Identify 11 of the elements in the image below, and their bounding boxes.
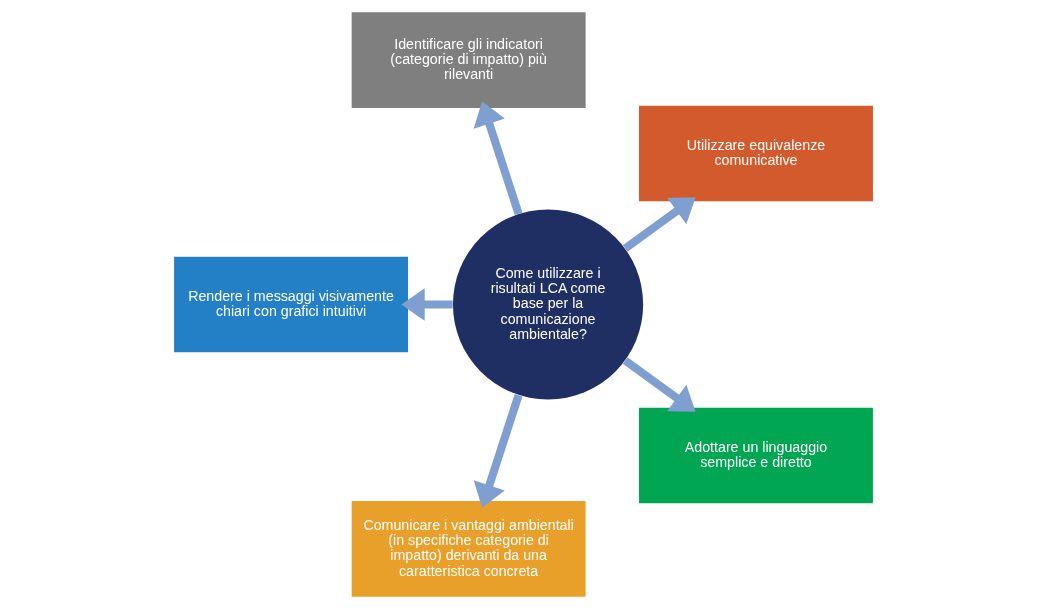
node-circle: Come utilizzare i risultati LCA come base per la comunicazione ambientale? [452,209,643,400]
node-box: Adottare un linguaggio semplice e diretto [638,407,873,504]
node-box: Identificare gli indicatori (categorie di impatto) più rilevanti [351,12,586,108]
node-box: Utilizzare equivalenze comunicative [638,105,873,202]
arrow [473,393,522,508]
arrow [622,357,696,412]
arrow [473,101,522,216]
arrow [622,197,696,252]
node-box: Rendere i messaggi visivamente chiari con grafici intuitivi [173,256,408,353]
node-box: Comunicare i vantaggi ambientali (in specifiche categorie di impatto) derivanti da una caratteristica concreta [351,501,586,597]
arrow [400,288,453,321]
